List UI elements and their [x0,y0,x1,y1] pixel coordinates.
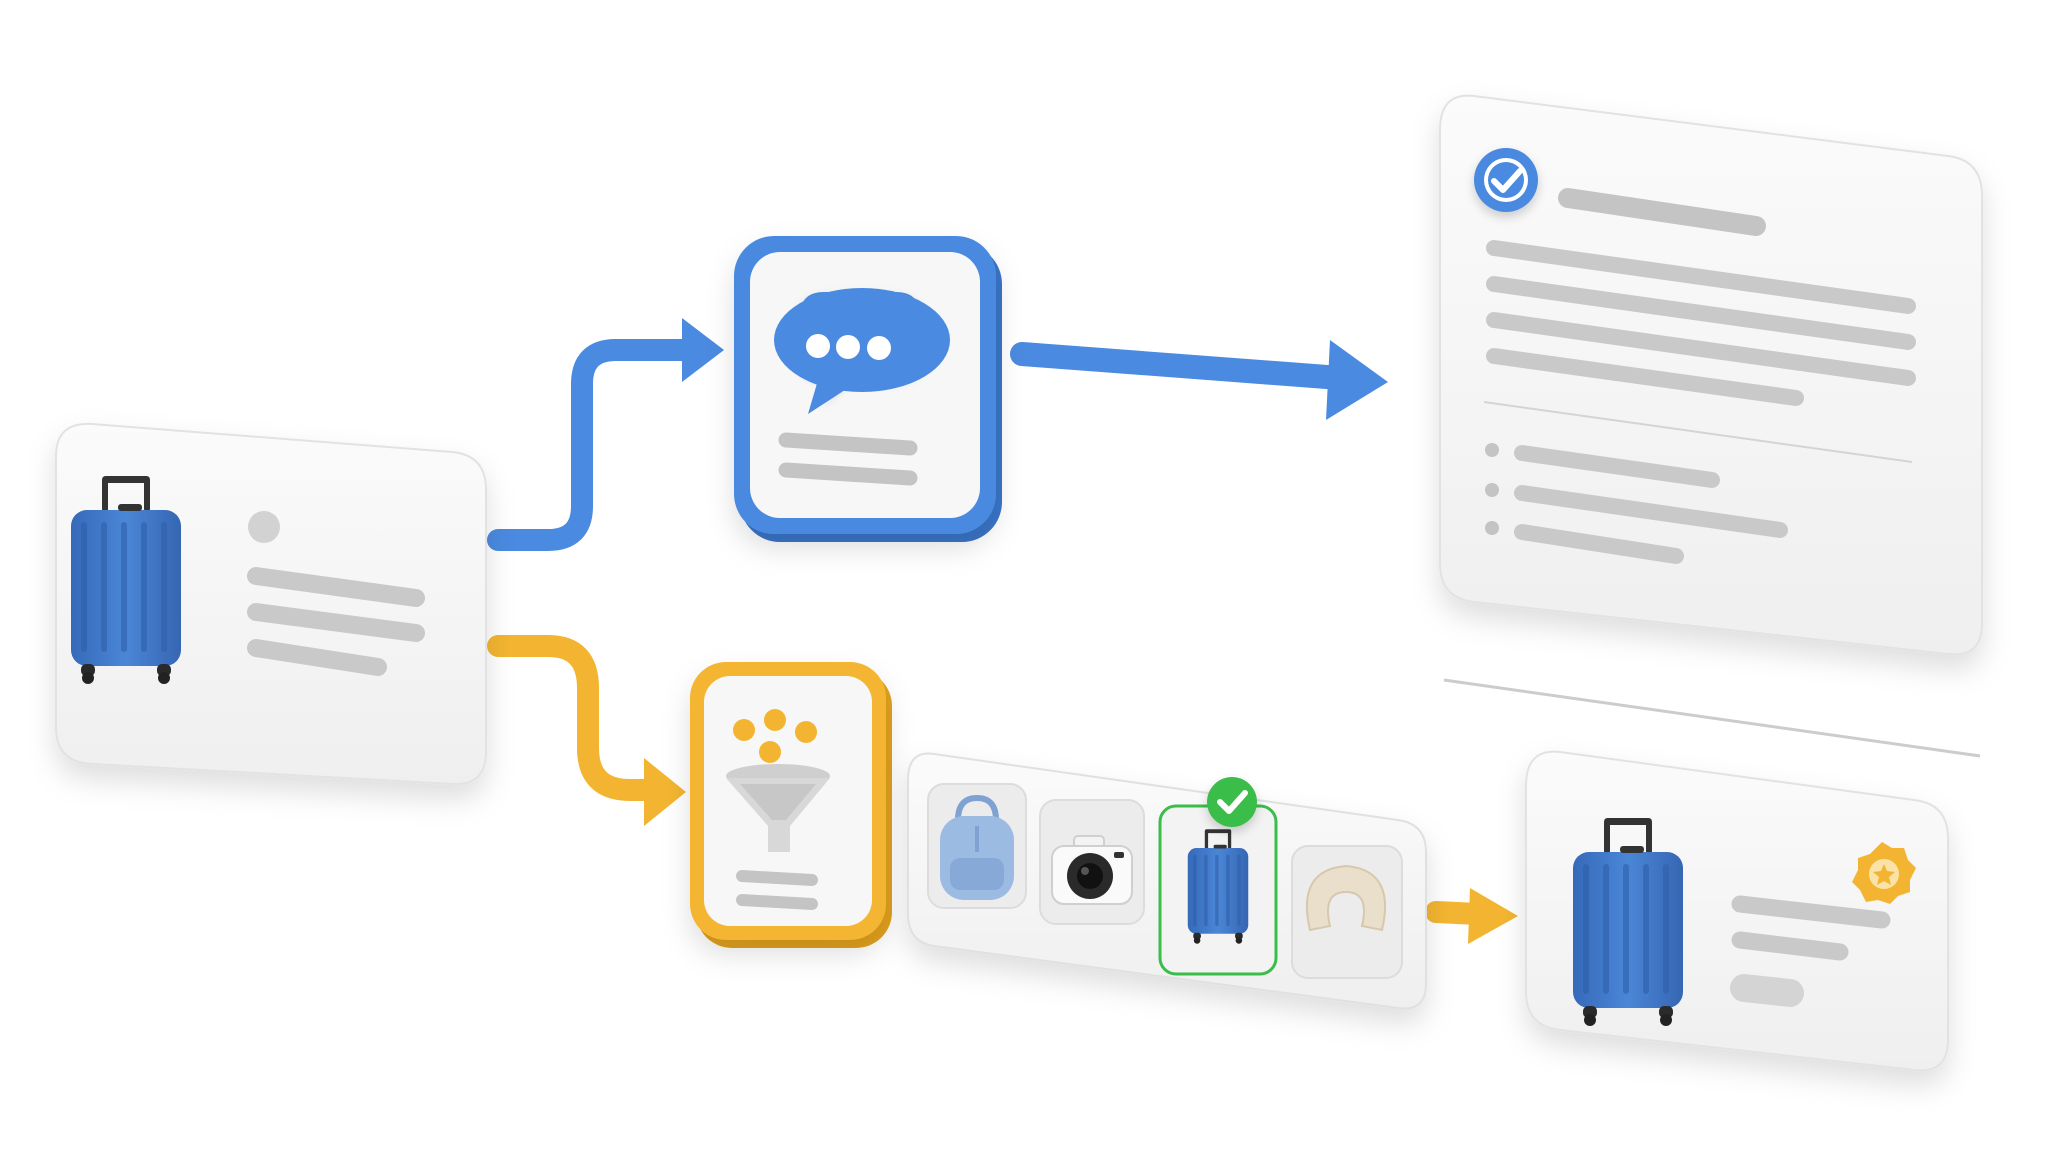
avatar-dot [248,511,280,543]
star-badge-icon [1852,842,1916,904]
recommended-product-card [1525,750,1949,1072]
candidate-item[interactable] [1039,799,1145,925]
candidate-products-tray [907,752,1427,1010]
neck-pillow-icon [1305,864,1387,932]
chat-generation-node [734,236,1002,542]
chat-dot [806,334,830,358]
text-line-placeholder [247,567,425,607]
bullet-dot [1485,483,1499,497]
generated-answer-card [1439,94,1983,656]
text-line-placeholder [736,894,818,910]
arrowhead-icon [644,758,686,826]
arrowhead-icon [1326,340,1388,420]
text-line-placeholder [247,603,425,642]
chat-bubble-tail [808,380,848,414]
chat-dot [836,335,860,359]
text-line-placeholder [1514,445,1720,488]
connector-candidates-to-result [1425,888,1518,944]
connector-chat-to-result [1010,340,1388,420]
text-line-placeholder [1731,895,1891,929]
text-line-placeholder [1486,240,1916,314]
text-line-placeholder [1731,931,1849,961]
section-divider [1443,678,1981,758]
arrowhead-icon [1468,888,1518,944]
text-line-placeholder [1486,312,1916,386]
camera-icon [1051,835,1133,905]
text-line-placeholder [1486,348,1804,406]
text-line-placeholder [736,870,818,886]
title-line-placeholder [1558,188,1766,236]
filter-node [690,662,892,948]
check-badge-icon [1207,777,1257,827]
text-line-placeholder [778,462,918,486]
chat-bubble-body [774,288,950,392]
candidate-item[interactable] [1291,845,1403,979]
text-line-placeholder [1514,485,1788,538]
connector-source-to-filter [487,635,686,826]
candidate-item-selected[interactable] [1158,777,1278,976]
button-pill-placeholder[interactable] [1730,974,1804,1007]
funnel-icon [726,709,830,852]
check-circle-icon [1474,148,1538,212]
text-line-placeholder [247,639,387,676]
connector-source-to-chat [487,318,724,551]
text-line-placeholder [1514,524,1684,564]
candidate-item[interactable] [927,783,1027,909]
text-line-placeholder [778,432,918,456]
arrowhead-icon [682,318,724,382]
bullet-dot [1485,521,1499,535]
source-product-card [55,422,487,786]
bullet-dot [1485,443,1499,457]
text-line-placeholder [1486,276,1916,350]
chat-dot [867,336,891,360]
divider [1483,401,1913,463]
backpack-icon [940,794,1014,900]
